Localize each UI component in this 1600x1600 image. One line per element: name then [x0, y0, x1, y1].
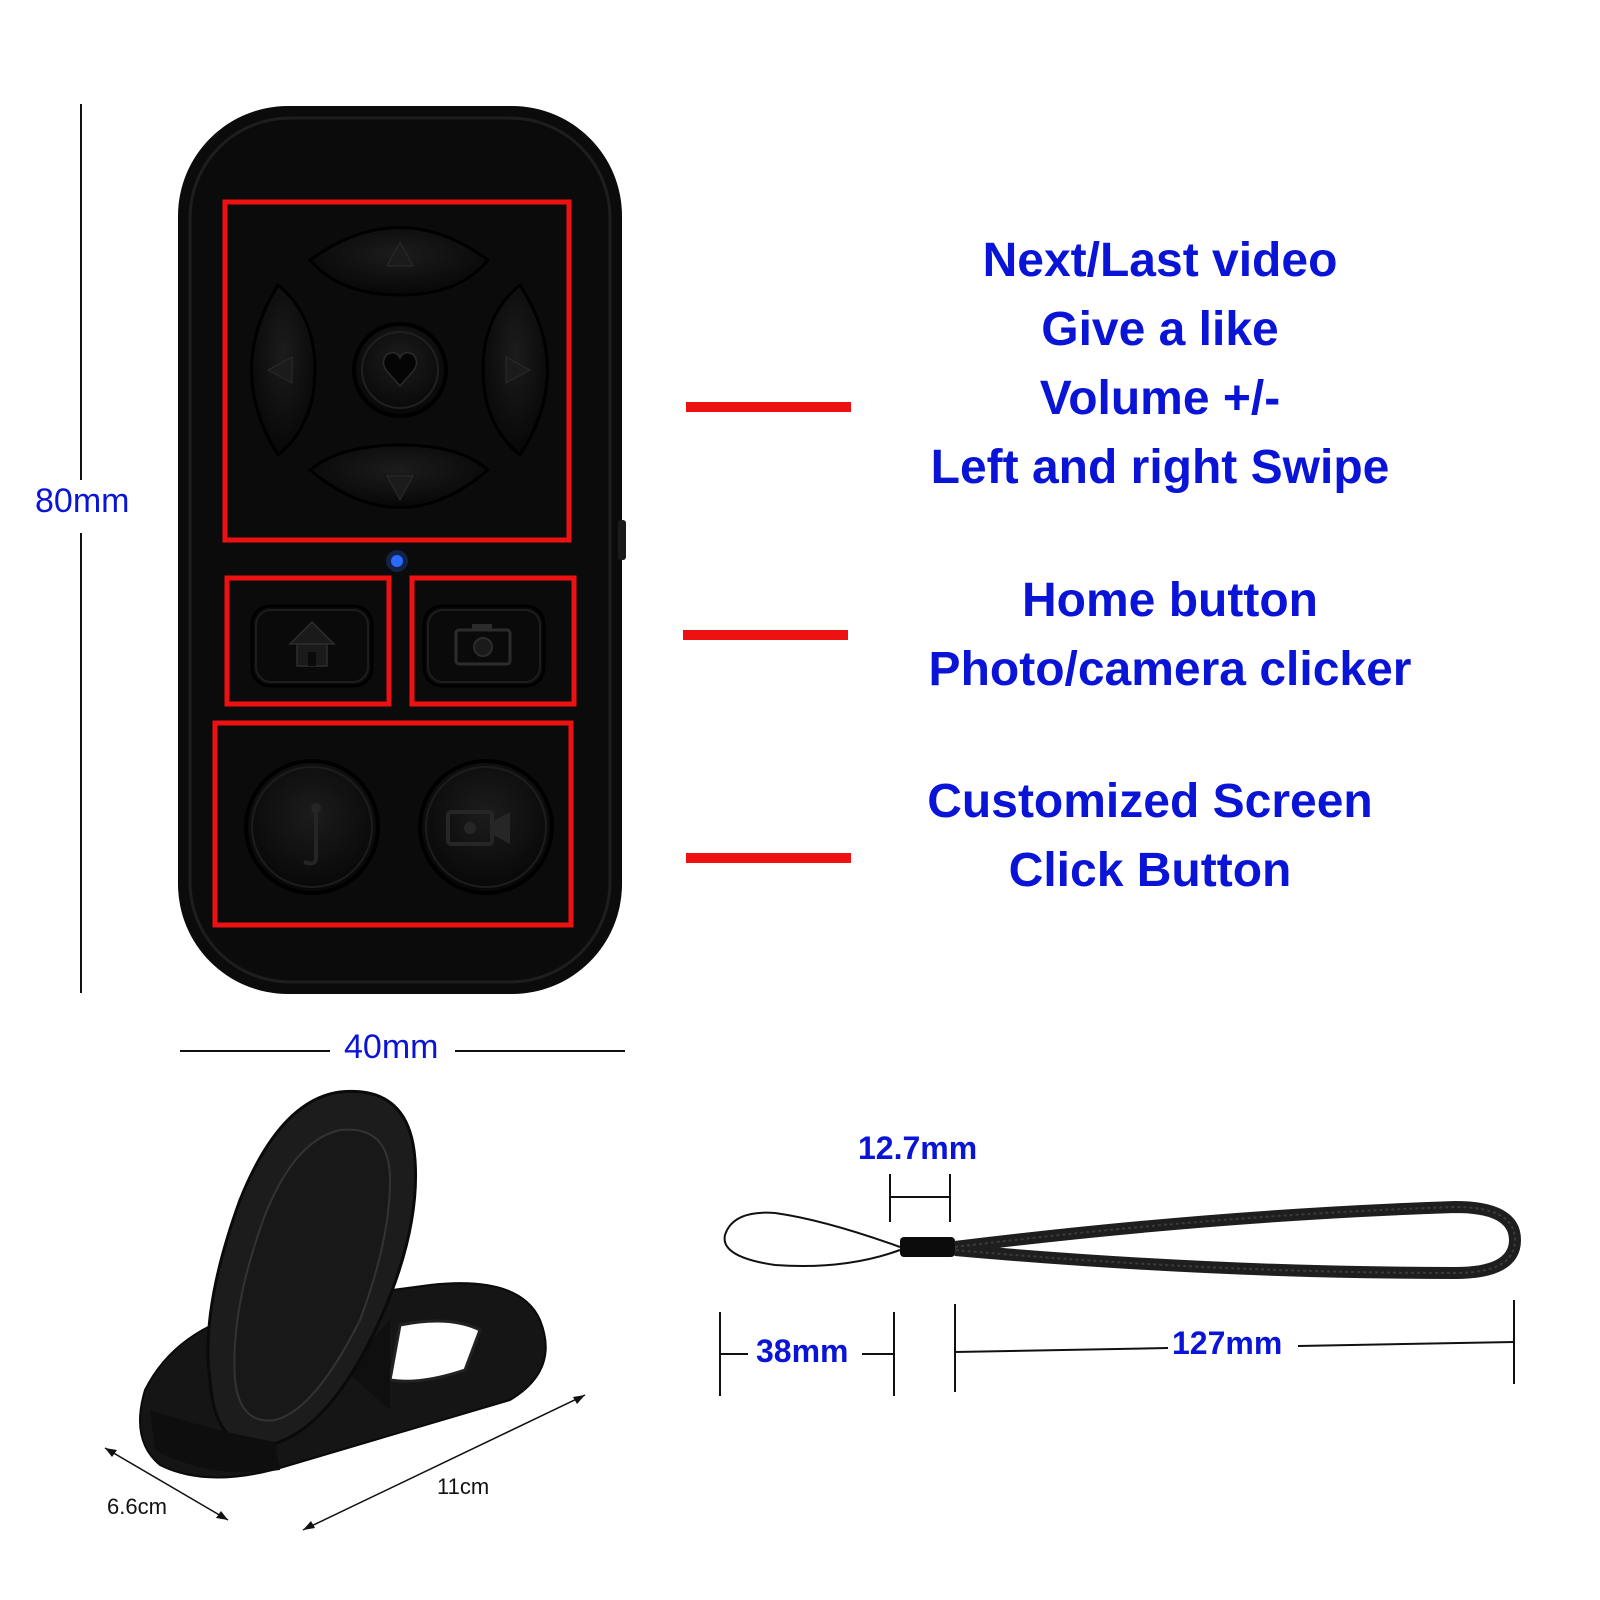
- height-dimension-label: 80mm: [35, 482, 130, 520]
- connector-line-home-camera: [683, 630, 848, 640]
- arrow-right-icon: [505, 356, 532, 384]
- stand-dimension-arrows: [104, 1394, 586, 1531]
- feature-line: Next/Last video: [982, 234, 1338, 287]
- camera-icon: [454, 624, 512, 666]
- lanyard-clip: [900, 1237, 955, 1257]
- phone-stand: [139, 1089, 547, 1479]
- feature-line: Home button: [1022, 574, 1318, 627]
- arrow-left-icon: [266, 356, 293, 384]
- feature-block-home-camera: Home button Photo/camera clicker: [925, 566, 1415, 704]
- feature-block-custom: Customized Screen Click Button: [925, 767, 1375, 905]
- highlight-home: [224, 575, 392, 707]
- connector-line-custom: [686, 853, 851, 863]
- feature-line: Click Button: [1008, 844, 1292, 897]
- stand-length-label: 11cm: [437, 1474, 490, 1499]
- feature-line: Customized Screen: [927, 775, 1373, 828]
- feature-line: Volume +/-: [1039, 372, 1281, 425]
- custom-button-left: [244, 759, 380, 895]
- lanyard-strap: [954, 1200, 1522, 1280]
- width-dimension-line-left: [180, 1050, 330, 1052]
- arrow-down-icon: [386, 475, 414, 502]
- lanyard-cord-loop: [723, 1211, 901, 1267]
- home-icon: [288, 620, 336, 667]
- feature-line: Photo/camera clicker: [928, 643, 1412, 696]
- width-dimension-label: 40mm: [344, 1028, 439, 1066]
- side-switch: [618, 520, 626, 560]
- stand-width-label: 6.6cm: [107, 1494, 167, 1519]
- lanyard: [723, 1200, 1522, 1280]
- width-dimension-line-right: [455, 1050, 625, 1052]
- strap-dimension-lines: [954, 1300, 1515, 1392]
- connector-line-dpad: [686, 402, 851, 412]
- height-dimension-line-top: [80, 104, 82, 480]
- heart-icon: [382, 351, 418, 388]
- highlight-custom: [212, 720, 574, 928]
- clip-width-label: 12.7mm: [858, 1130, 978, 1166]
- clip-dimension-lines: [889, 1174, 951, 1222]
- loop-dimension-lines: [719, 1312, 895, 1396]
- status-led: [391, 555, 403, 567]
- highlight-dpad: [222, 199, 572, 543]
- custom-button-right: [418, 759, 554, 895]
- loop-length-label: 38mm: [756, 1333, 849, 1369]
- feature-line: Left and right Swipe: [930, 441, 1390, 494]
- video-camera-icon: [446, 810, 510, 846]
- music-note-icon: [303, 803, 321, 866]
- highlight-camera: [409, 575, 577, 707]
- arrow-up-icon: [386, 240, 414, 267]
- height-dimension-line-bottom: [80, 533, 82, 993]
- strap-length-label: 127mm: [1172, 1325, 1283, 1361]
- feature-line: Give a like: [1041, 303, 1279, 356]
- feature-block-dpad: Next/Last video Give a like Volume +/- L…: [925, 226, 1395, 502]
- remote-device: [178, 106, 626, 994]
